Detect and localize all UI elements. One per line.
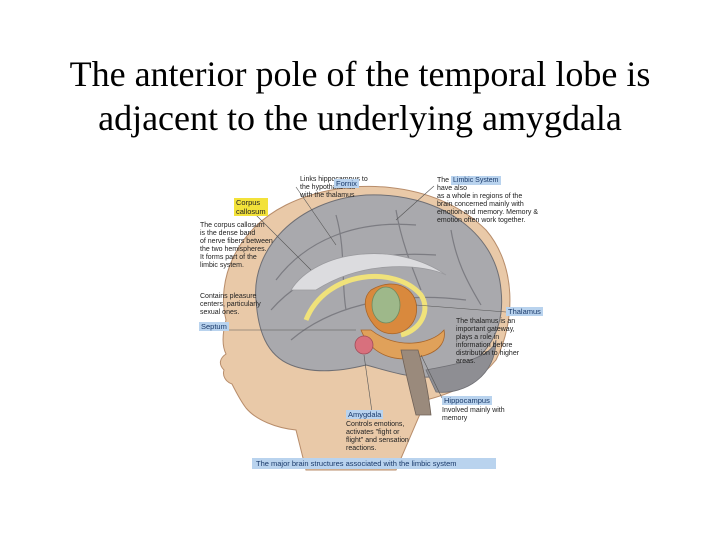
hippocampus-description: Involved mainly with memory <box>442 407 505 422</box>
limbic-description: have also as a whole in regions of the b… <box>437 185 539 224</box>
brainstem-shape <box>400 349 432 416</box>
figure-caption: The major brain structures associated wi… <box>252 458 496 469</box>
fornix-shape <box>303 273 428 338</box>
septum-description: Contains pleasure centers, particularly … <box>200 293 261 316</box>
limbic-system-label: Limbic System <box>451 176 501 185</box>
corpus-callosum-label: Corpus callosum <box>234 198 268 216</box>
cerebellum-shape <box>425 339 497 393</box>
fornix-label: Fornix <box>334 179 359 188</box>
septum-label: Septum <box>199 322 229 331</box>
thalamus-description: The thalamus is an important gateway, pl… <box>456 318 520 365</box>
title-line-1: The anterior pole of the temporal lobe i… <box>69 54 651 94</box>
thalamus-label: Thalamus <box>506 307 543 316</box>
brain-illustration <box>219 185 511 471</box>
amygdala-description: Controls emotions, activates "fight or f… <box>346 421 409 452</box>
limbic-system-figure: Links hippocampus to the hypothalamus wi… <box>196 170 548 476</box>
corpus-callosum-description: The corpus callosum is the dense band of… <box>200 222 273 269</box>
hippocampus-label: Hippocampus <box>442 396 492 405</box>
corpus-callosum-shape <box>290 253 447 291</box>
title-line-2: adjacent to the underlying amygdala <box>98 98 622 138</box>
slide-title: The anterior pole of the temporal lobe i… <box>0 52 720 140</box>
hippocampus-shape <box>360 329 445 360</box>
cingulate-shape <box>371 286 401 324</box>
limbic-description-prefix: The <box>437 177 450 184</box>
amygdala-label: Amygdala <box>346 410 384 419</box>
amygdala-shape <box>354 335 374 355</box>
